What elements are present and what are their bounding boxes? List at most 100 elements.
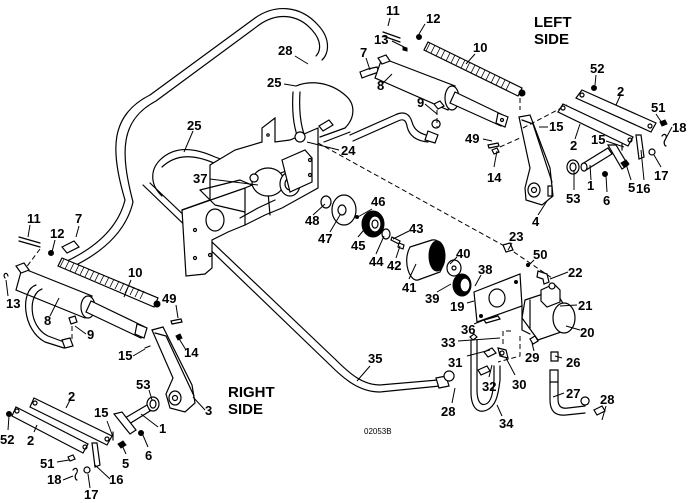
right-side-label-line2: SIDE: [228, 401, 263, 418]
callout-c9a: 9: [417, 95, 438, 115]
callout-c53b: 53: [136, 377, 153, 401]
callout-c1b: 1: [140, 413, 166, 436]
arm-3: [151, 326, 196, 413]
callout-c15b: 15: [591, 132, 625, 148]
callout-c6a: 6: [603, 175, 610, 208]
nut-6: [602, 171, 608, 177]
callout-c31: 31: [448, 349, 491, 370]
washer-17: [648, 148, 656, 156]
callout-leader-line: [312, 203, 326, 216]
link-2-lower: [11, 406, 89, 454]
callout-number: 2: [617, 84, 624, 99]
elbow-22: [536, 270, 550, 285]
callout-number: 52: [0, 432, 14, 447]
bolt-49: [487, 142, 500, 149]
callout-leader-line: [75, 225, 80, 238]
callout-c17a: 17: [653, 154, 668, 183]
callout-leader-line: [391, 40, 407, 49]
callout-leader-line: [505, 357, 516, 376]
plate-40: [446, 259, 462, 277]
clip-13: [3, 272, 9, 279]
callout-leader-line: [106, 420, 114, 438]
callout-c28a: 28: [278, 43, 309, 65]
callout-leader-line: [496, 404, 503, 417]
callout-leader-line: [183, 130, 194, 153]
callout-c4: 4: [532, 200, 548, 229]
callout-number: 5: [122, 456, 129, 471]
fitting-9: [68, 315, 78, 325]
callout-number: 39: [425, 291, 439, 306]
callout-leader-line: [594, 74, 597, 86]
callout-number: 2: [68, 389, 75, 404]
callout-c1a: 1: [587, 164, 594, 193]
callout-number: 18: [672, 120, 686, 135]
callout-c5b: 5: [120, 442, 129, 471]
callout-number: 28: [441, 404, 455, 419]
callout-c39: 39: [425, 283, 452, 306]
mounting-bracket: [181, 116, 319, 277]
callout-c19: 19: [450, 299, 475, 314]
callout-c16b: 16: [94, 464, 123, 487]
callout-leader-line: [601, 405, 607, 421]
callout-number: 15: [118, 348, 132, 363]
callout-number: 44: [369, 254, 384, 269]
callouts: 1112131078928252524374847464544434241403…: [0, 3, 686, 502]
callout-leader-line: [177, 336, 187, 351]
callout-number: 10: [473, 40, 487, 55]
callout-leader-line: [408, 263, 417, 280]
callout-leader-line: [356, 365, 371, 382]
callout-c36: 36: [461, 319, 485, 337]
callout-number: 6: [145, 448, 152, 463]
callout-c17b: 17: [84, 473, 98, 502]
left-side-cylinder-assembly: [359, 31, 668, 206]
callout-number: 19: [450, 299, 464, 314]
clip-18: [661, 133, 667, 147]
callout-number: 2: [27, 433, 34, 448]
callout-c47: 47: [318, 214, 341, 246]
callout-c2a: 2: [615, 84, 624, 106]
callout-number: 52: [590, 61, 604, 76]
callout-leader-line: [375, 235, 385, 255]
callout-c8a: 8: [377, 73, 393, 93]
callout-number: 35: [368, 351, 382, 366]
callout-leader-line: [465, 53, 476, 65]
callout-c33: 33: [441, 335, 501, 350]
nut-52: [6, 411, 12, 417]
callout-c11b: 11: [27, 211, 41, 238]
callout-c21: 21: [559, 298, 592, 313]
callout-leader-line: [209, 178, 259, 186]
callout-leader-line: [123, 279, 132, 298]
nut-14: [175, 333, 183, 341]
callout-leader-line: [424, 103, 438, 115]
callout-c50: 50: [527, 247, 547, 267]
callout-c9b: 9: [74, 325, 94, 342]
callout-c38: 38: [474, 262, 492, 287]
fitting-26: [550, 351, 559, 362]
callout-number: 22: [568, 265, 582, 280]
callout-leader-line: [507, 242, 513, 251]
callout-number: 46: [371, 194, 385, 209]
callout-leader-line: [625, 163, 632, 181]
callout-leader-line: [466, 349, 491, 357]
pin-11: [382, 31, 401, 39]
callout-c8b: 8: [44, 297, 60, 328]
callout-c22: 22: [549, 265, 582, 280]
callout-number: 38: [478, 262, 492, 277]
callout-leader-line: [74, 325, 87, 335]
bushing-53: [566, 159, 580, 175]
callout-number: 49: [465, 131, 479, 146]
callout-c32: 32: [482, 364, 496, 394]
callout-leader-line: [559, 304, 578, 307]
callout-number: 47: [318, 231, 332, 246]
right-side-cylinder-assembly: [3, 236, 196, 481]
callout-leader-line: [589, 164, 592, 181]
callout-number: 17: [84, 487, 98, 502]
bolt-36: [483, 315, 501, 324]
callout-c7a: 7: [360, 45, 371, 71]
cylinder-8: [374, 57, 456, 111]
callout-c49b: 49: [162, 291, 179, 319]
link-16: [635, 134, 645, 160]
callout-leader-line: [488, 364, 493, 378]
callout-number: 14: [487, 170, 502, 185]
callout-c46: 46: [355, 194, 385, 219]
